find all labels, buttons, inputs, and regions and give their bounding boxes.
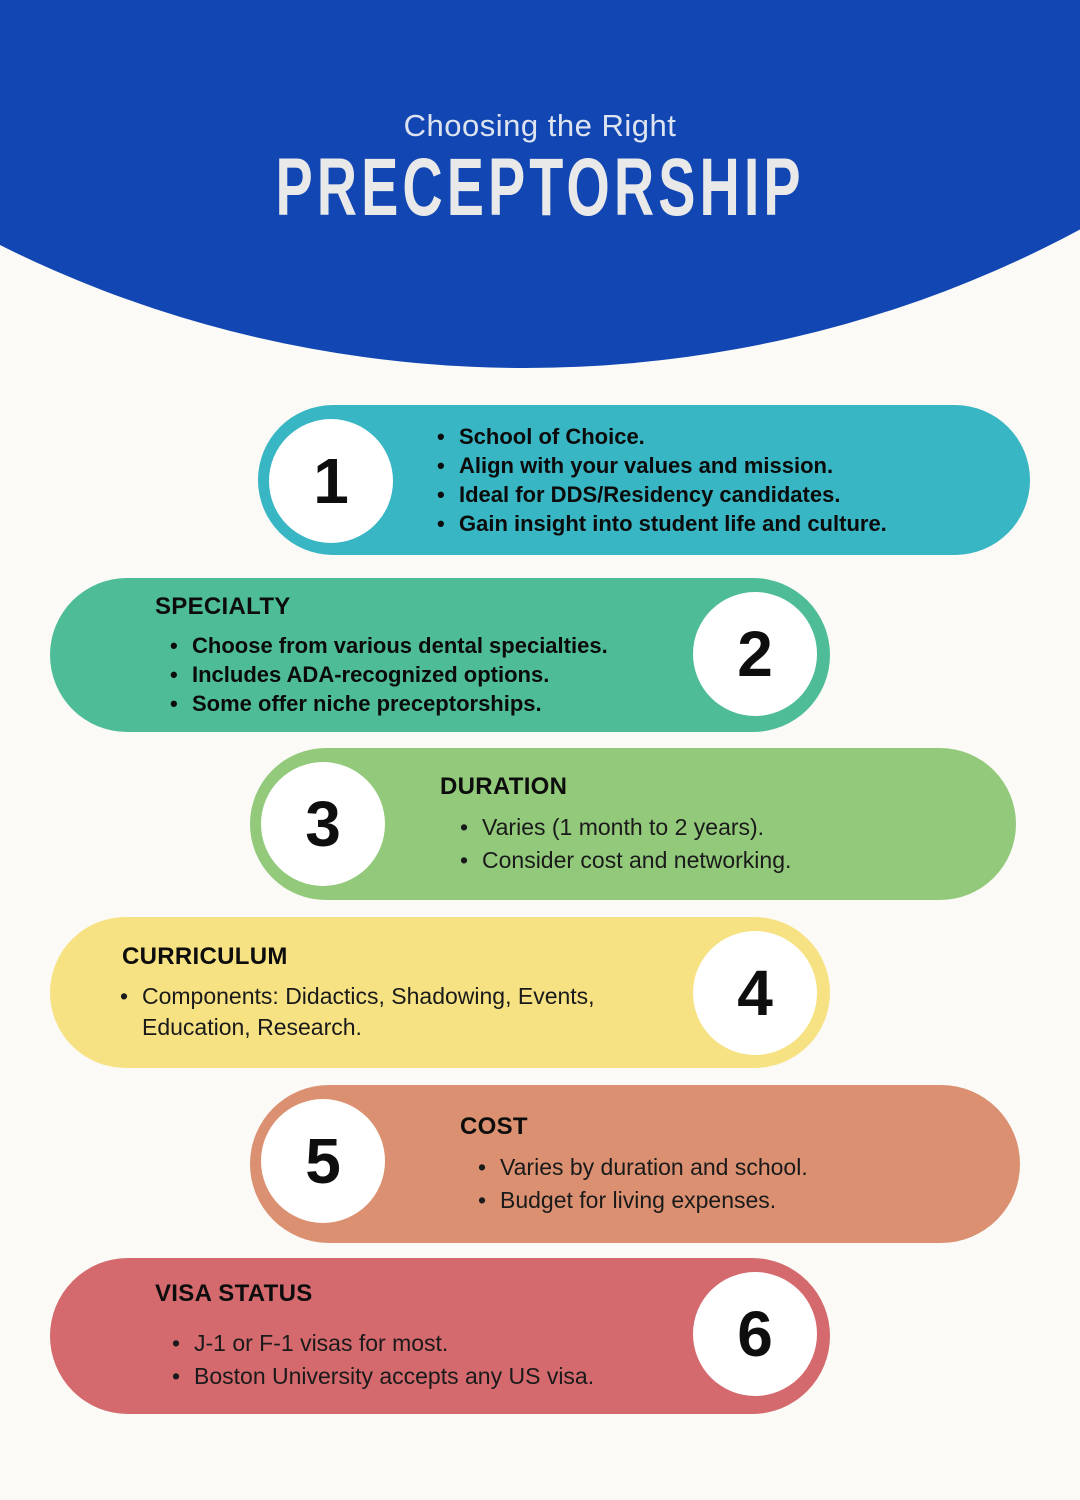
list-item-text: Includes ADA-recognized options. [192,662,550,687]
bullet-icon: • [460,846,469,873]
step-3-list: • Varies (1 month to 2 years). • Consider … [460,811,976,877]
step-4-list: • Components: Didactics, Shadowing, Event… [120,981,630,1043]
step-6-content: VISA STATUS • J-1 or F-1 visas for most. … [155,1258,620,1414]
list-item: • Boston University accepts any US visa. [172,1360,620,1393]
bullet-icon: • [437,453,445,478]
step-6-number: 6 [737,1298,773,1370]
list-item-text: Components: Didactics, Shadowing, Events… [142,983,595,1040]
step-5-number: 5 [305,1125,341,1197]
step-3-card: 3 DURATION • Varies (1 month to 2 years).… [250,748,1016,900]
step-3-number: 3 [305,788,341,860]
list-item-text: Varies by duration and school. [500,1153,808,1180]
bullet-icon: • [170,691,178,716]
step-2-content: SPECIALTY • Choose from various dental sp… [155,578,630,732]
list-item: • School of Choice. [437,422,990,451]
list-item: • Gain insight into student life and cult… [437,509,990,538]
step-4-number-badge: 4 [693,931,817,1055]
bullet-icon: • [437,482,445,507]
list-item: • Align with your values and mission. [437,451,990,480]
step-1-card: 1 • School of Choice. • Align with your va… [258,405,1030,555]
page-title: PRECEPTORSHIP [0,146,1080,230]
list-item-text: Consider cost and networking. [482,846,792,873]
list-item: • J-1 or F-1 visas for most. [172,1327,620,1360]
step-2-list: • Choose from various dental specialties.… [170,631,630,718]
bullet-icon: • [437,511,445,536]
bullet-icon: • [437,424,445,449]
bullet-icon: • [172,1363,181,1389]
list-item-text: School of Choice. [459,424,645,449]
step-4-card: 4 CURRICULUM • Components: Didactics, Sha… [50,917,830,1068]
list-item: • Components: Didactics, Shadowing, Event… [120,981,630,1043]
list-item-text: Gain insight into student life and cultu… [459,511,887,536]
bullet-icon: • [170,662,178,687]
step-3-heading: DURATION [440,772,568,800]
step-1-list: • School of Choice. • Align with your valu… [437,422,990,538]
step-5-content: COST • Varies by duration and school. • Bu… [460,1085,980,1243]
list-item-text: Boston University accepts any US visa. [194,1363,595,1389]
step-2-card: 2 SPECIALTY • Choose from various dental … [50,578,830,732]
list-item-text: J-1 or F-1 visas for most. [194,1330,449,1356]
list-item-text: Some offer niche preceptorships. [192,691,542,716]
bullet-icon: • [120,983,129,1009]
bullet-icon: • [460,813,469,840]
step-4-number: 4 [737,957,773,1029]
list-item-text: Choose from various dental specialties. [192,633,608,658]
bullet-icon: • [170,633,178,658]
list-item: • Some offer niche preceptorships. [170,689,630,718]
list-item: • Consider cost and networking. [460,844,976,877]
step-3-content: DURATION • Varies (1 month to 2 years). •… [440,748,976,900]
step-6-list: • J-1 or F-1 visas for most. • Boston Univ… [172,1327,620,1393]
list-item: • Includes ADA-recognized options. [170,660,630,689]
step-2-number: 2 [737,618,773,690]
list-item: • Varies (1 month to 2 years). [460,811,976,844]
header-curved-background [0,0,1080,368]
step-1-number: 1 [313,445,349,517]
step-1-number-badge: 1 [269,419,393,543]
list-item: • Choose from various dental specialties. [170,631,630,660]
step-6-heading: VISA STATUS [155,1280,313,1307]
step-2-heading: SPECIALTY [155,593,291,620]
step-4-content: CURRICULUM • Components: Didactics, Shado… [120,917,630,1068]
step-4-heading: CURRICULUM [122,943,288,970]
step-5-card: 5 COST • Varies by duration and school. •… [250,1085,1020,1243]
step-6-number-badge: 6 [693,1272,817,1396]
bullet-icon: • [478,1153,487,1180]
step-3-number-badge: 3 [261,762,385,886]
bullet-icon: • [478,1186,487,1213]
list-item: • Varies by duration and school. [478,1151,980,1184]
list-item: • Ideal for DDS/Residency candidates. [437,480,990,509]
step-5-heading: COST [460,1112,528,1140]
step-2-number-badge: 2 [693,592,817,716]
bullet-icon: • [172,1330,181,1356]
list-item-text: Budget for living expenses. [500,1186,777,1213]
step-5-number-badge: 5 [261,1099,385,1223]
list-item-text: Ideal for DDS/Residency candidates. [459,482,841,507]
list-item-text: Varies (1 month to 2 years). [482,813,765,840]
step-1-content: • School of Choice. • Align with your valu… [437,405,990,555]
step-6-card: 6 VISA STATUS • J-1 or F-1 visas for most… [50,1258,830,1414]
page-title-text: PRECEPTORSHIP [275,142,805,233]
list-item: • Budget for living expenses. [478,1184,980,1217]
list-item-text: Align with your values and mission. [459,453,834,478]
step-5-list: • Varies by duration and school. • Budget … [478,1151,980,1217]
header-subtitle: Choosing the Right [403,108,677,143]
